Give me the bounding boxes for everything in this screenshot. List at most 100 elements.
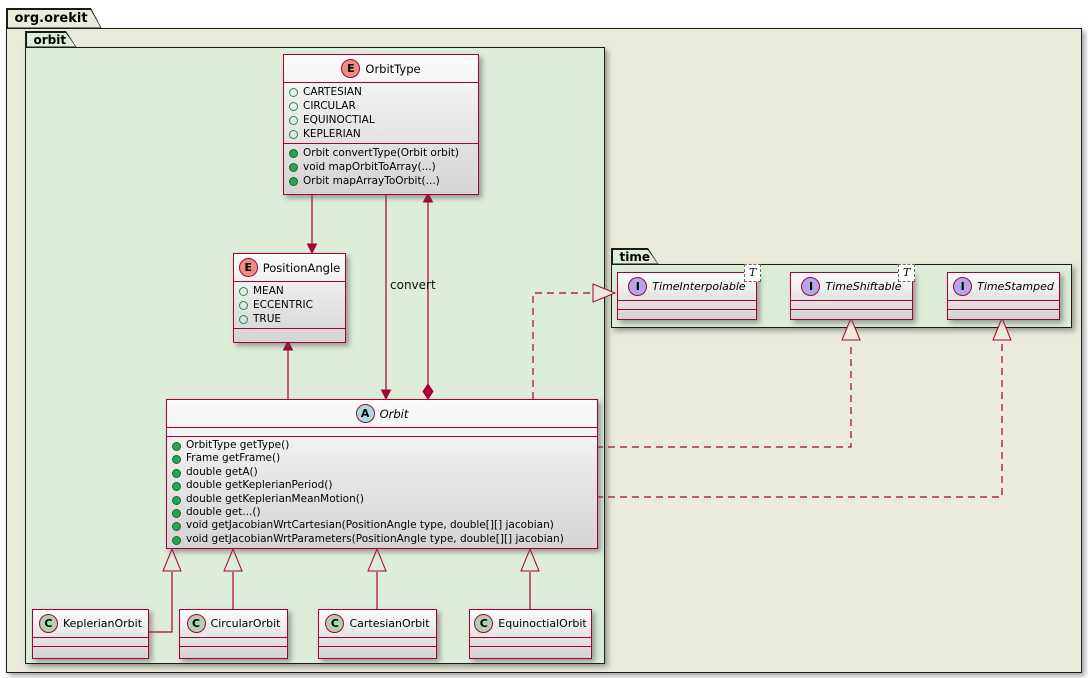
class-cartesianorbit-title: C CartesianOrbit <box>319 610 436 638</box>
interface-spot-icon: I <box>953 277 973 296</box>
empty-fields-compartment <box>948 301 1059 309</box>
method: Orbit mapArrayToOrbit(...) <box>284 174 478 188</box>
empty-methods-compartment <box>33 646 148 655</box>
interface-name: TimeShiftable <box>825 280 902 293</box>
interface-timestamped-title: I TimeStamped <box>948 273 1059 301</box>
method-visibility-icon <box>172 535 181 545</box>
class-spot-icon: C <box>38 614 58 633</box>
empty-fields-compartment <box>319 638 436 646</box>
class-orbit: A Orbit OrbitType getType() Frame getFra… <box>166 399 598 549</box>
method-visibility-icon <box>289 149 298 158</box>
method: double getKeplerianMeanMotion() <box>167 493 597 506</box>
enum-constant: ECCENTRIC <box>234 298 345 312</box>
enum-constant: EQUINOCTIAL <box>284 113 478 127</box>
generic-type-tag: T <box>744 264 762 282</box>
empty-methods-compartment <box>470 646 591 655</box>
orbittype-fields: CARTESIAN CIRCULAR EQUINOCTIAL KEPLERIAN <box>284 83 478 143</box>
package-time-label: time <box>619 249 650 264</box>
enum-spot-icon: E <box>341 59 361 78</box>
package-time-tab: time <box>611 248 659 265</box>
field-visibility-icon <box>239 301 248 310</box>
empty-fields-compartment <box>167 428 597 436</box>
field-visibility-icon <box>239 287 248 296</box>
method: OrbitType getType() <box>167 439 597 452</box>
class-name: EquinoctialOrbit <box>498 617 587 630</box>
class-positionangle: E PositionAngle MEAN ECCENTRIC TRUE <box>233 253 346 343</box>
empty-methods-compartment <box>791 309 912 318</box>
enum-constant: MEAN <box>234 284 345 298</box>
empty-fields-compartment <box>180 638 287 646</box>
orbit-methods: OrbitType getType() Frame getFrame() dou… <box>167 436 597 548</box>
empty-methods-compartment <box>618 309 756 318</box>
empty-methods-compartment <box>948 309 1059 318</box>
empty-methods-compartment <box>319 646 436 655</box>
method-visibility-icon <box>172 442 181 451</box>
class-name: Orbit <box>379 406 409 421</box>
enum-spot-icon: E <box>238 258 258 277</box>
interface-timestamped: I TimeStamped <box>947 272 1060 320</box>
class-spot-icon: C <box>474 614 494 633</box>
method: double getKeplerianPeriod() <box>167 479 597 492</box>
method: double get...() <box>167 506 597 519</box>
empty-fields-compartment <box>470 638 591 646</box>
interface-spot-icon: I <box>801 277 821 296</box>
class-circularorbit-title: C CircularOrbit <box>180 610 287 638</box>
empty-fields-compartment <box>618 301 756 309</box>
field-visibility-icon <box>289 116 298 125</box>
method-visibility-icon <box>172 522 181 532</box>
method: Frame getFrame() <box>167 452 597 465</box>
interface-timeinterpolable: I TimeInterpolable <box>617 272 757 320</box>
empty-methods-compartment <box>180 646 287 655</box>
class-positionangle-title: E PositionAngle <box>234 254 345 282</box>
class-name: KeplerianOrbit <box>62 617 143 630</box>
method-visibility-icon <box>172 455 181 465</box>
interface-timeshiftable: I TimeShiftable <box>790 272 913 320</box>
method-visibility-icon <box>289 163 298 172</box>
method: void getJacobianWrtCartesian(PositionAng… <box>167 519 597 532</box>
interface-timeshiftable-title: I TimeShiftable <box>791 273 912 301</box>
class-equinoctialorbit: C EquinoctialOrbit <box>469 609 592 659</box>
empty-fields-compartment <box>791 301 912 309</box>
class-name: CartesianOrbit <box>349 617 430 630</box>
method-visibility-icon <box>289 177 298 186</box>
empty-fields-compartment <box>33 638 148 646</box>
class-orbit-title: A Orbit <box>167 400 597 428</box>
enum-constant: TRUE <box>234 312 345 326</box>
positionangle-fields: MEAN ECCENTRIC TRUE <box>234 282 345 328</box>
class-spot-icon: C <box>186 614 206 633</box>
method: double getA() <box>167 466 597 479</box>
class-orbittype: E OrbitType CARTESIAN CIRCULAR EQUINOCTI… <box>283 54 479 195</box>
class-spot-icon: C <box>325 614 345 633</box>
method: Orbit convertType(Orbit orbit) <box>284 146 478 160</box>
package-orbit-tab: orbit <box>25 31 77 48</box>
class-cartesianorbit: C CartesianOrbit <box>318 609 437 659</box>
field-visibility-icon <box>289 130 298 139</box>
generic-type-tag: T <box>898 264 916 282</box>
package-orbit-label: orbit <box>33 32 67 47</box>
field-visibility-icon <box>239 315 248 324</box>
enum-constant: CARTESIAN <box>284 85 478 99</box>
empty-methods-compartment <box>234 328 345 337</box>
interface-spot-icon: I <box>628 277 648 296</box>
class-keplerianorbit-title: C KeplerianOrbit <box>33 610 148 638</box>
package-org-orekit-tab: org.orekit <box>6 8 102 29</box>
enum-constant: CIRCULAR <box>284 99 478 113</box>
class-orbittype-title: E OrbitType <box>284 55 478 83</box>
abstract-spot-icon: A <box>355 404 375 423</box>
interface-timeinterpolable-title: I TimeInterpolable <box>618 273 756 301</box>
package-org-orekit-label: org.orekit <box>14 11 88 26</box>
class-name: OrbitType <box>365 61 421 76</box>
orbittype-methods: Orbit convertType(Orbit orbit) void mapO… <box>284 143 478 190</box>
class-name: PositionAngle <box>262 260 341 275</box>
interface-name: TimeInterpolable <box>652 280 746 293</box>
class-name: CircularOrbit <box>210 617 281 630</box>
method-visibility-icon <box>172 509 181 519</box>
class-equinoctialorbit-title: C EquinoctialOrbit <box>470 610 591 638</box>
method-visibility-icon <box>172 482 181 492</box>
class-keplerianorbit: C KeplerianOrbit <box>32 609 149 659</box>
method-visibility-icon <box>172 468 181 478</box>
field-visibility-icon <box>289 88 298 97</box>
edge-label-convert: convert <box>390 278 436 292</box>
interface-name: TimeStamped <box>977 280 1054 293</box>
